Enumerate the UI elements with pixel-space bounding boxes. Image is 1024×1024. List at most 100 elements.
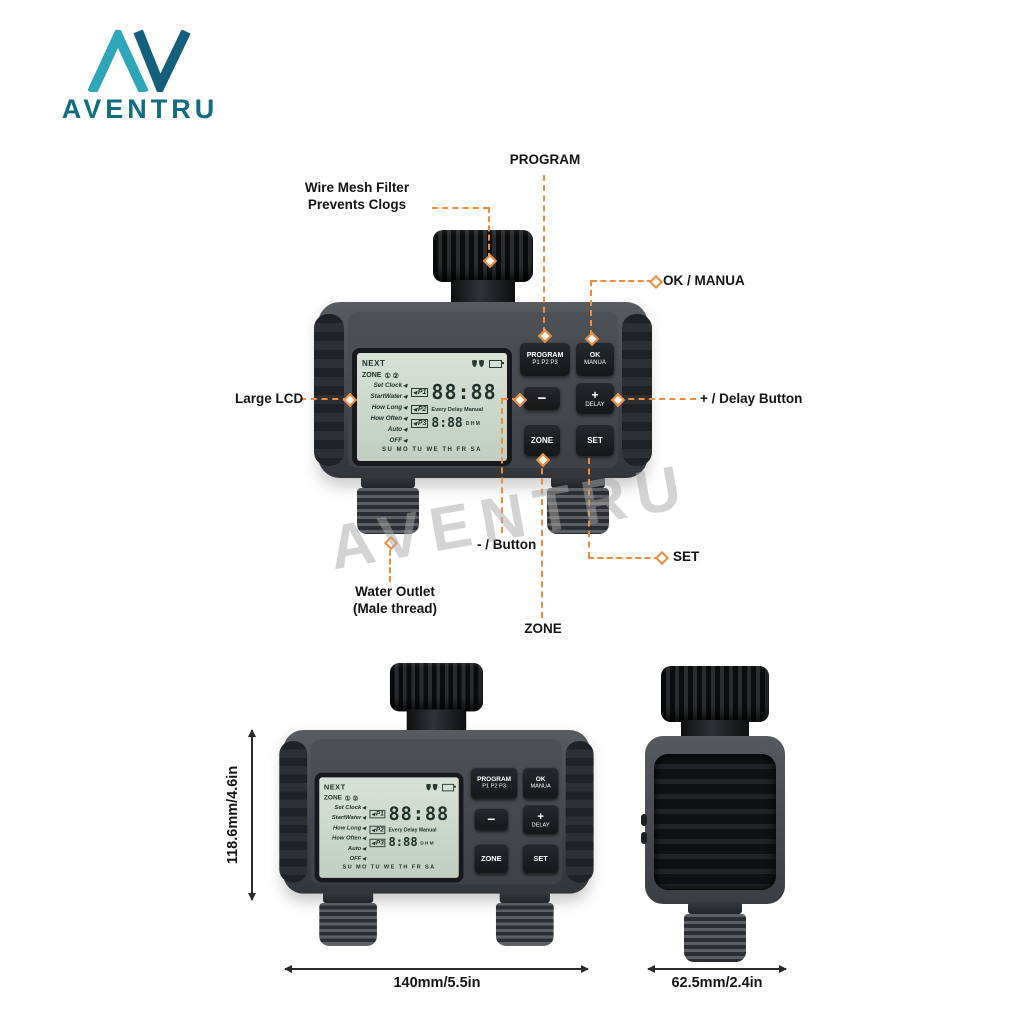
side-button-nub: [641, 832, 647, 844]
lcd-zone-label: ZONE: [323, 795, 343, 802]
callout-marker: [654, 550, 670, 566]
device-body-side: [641, 736, 785, 904]
timer-front-annotated: NEXT ZONE ① ②: [314, 230, 652, 542]
lcd-label-auto: Auto: [324, 845, 366, 852]
ok-manual-button: OK MANUA: [576, 342, 614, 376]
set-button: SET: [576, 424, 614, 456]
lcd-label-off: OFF: [324, 856, 366, 863]
inlet-cap: [433, 230, 533, 282]
lcd-label-auto: Auto: [362, 426, 407, 433]
side-grip-right: [622, 314, 652, 466]
height-dimension-label: 118.6mm/4.6in: [225, 765, 241, 865]
lcd-mode-row: Every Delay Manual: [388, 827, 437, 833]
program-button-sublabel: P1 P2 P3: [482, 783, 506, 790]
lcd-label-how-often: How Often: [362, 415, 407, 422]
zone-button-label: ZONE: [530, 435, 554, 445]
outlet-thread: [357, 488, 419, 534]
zone-button: ZONE: [474, 843, 509, 874]
ok-button-label: OK: [535, 776, 546, 783]
side-grip-left: [314, 314, 344, 466]
inlet-cap: [389, 663, 483, 712]
outlet-thread: [547, 488, 609, 534]
brand-logo: AVENTRU: [40, 28, 240, 128]
callout-water-outlet-line2: (Male thread): [352, 600, 437, 616]
callout-line: [618, 398, 696, 400]
lcd-time-units: D H M: [420, 840, 434, 846]
lcd-label-set-clock: Set Clock: [324, 804, 366, 811]
set-button-label: SET: [533, 854, 548, 863]
rubber-grip-ribs: [654, 754, 776, 890]
battery-icon: [442, 783, 456, 791]
water-outlet-right: [545, 476, 611, 536]
lcd-p3-badge: P3: [411, 419, 429, 428]
battery-icon: [489, 359, 504, 368]
plus-button-label: +: [591, 387, 599, 402]
device-face: NEXT ZONE ① ②: [310, 739, 562, 885]
water-outlet-left: [317, 891, 378, 948]
outlet-collar: [322, 891, 374, 903]
lcd-label-how-often: How Often: [324, 835, 366, 842]
callout-line: [591, 280, 653, 282]
plus-delay-button: + DELAY: [576, 382, 614, 414]
front-width-dimension-line: [284, 965, 589, 973]
program-button-label: PROGRAM: [477, 776, 512, 783]
callout-ok-manua: OK / MANUA: [663, 273, 745, 288]
lcd-label-start-water: StartWater: [362, 393, 407, 400]
water-outlet: [682, 902, 748, 964]
callout-line: [588, 557, 660, 559]
callout-water-outlet-line1: Water Outlet: [355, 584, 435, 599]
lcd-menu-labels: Set Clock StartWater How Long How Often …: [324, 804, 368, 862]
side-grip-right: [565, 741, 594, 883]
outlet-collar: [499, 891, 550, 903]
lcd-zone-label: ZONE: [362, 372, 382, 379]
ok-manual-button: OK MANUA: [522, 767, 559, 799]
program-button-sublabel: P1 P2 P3: [532, 360, 558, 366]
lcd-p2-badge: P2: [369, 825, 386, 835]
callout-line: [543, 175, 545, 333]
callout-line: [501, 398, 503, 533]
lcd-p1-badge: P1: [411, 387, 429, 397]
lcd-zone-numbers: ① ②: [344, 795, 359, 803]
delay-button-label: DELAY: [531, 822, 550, 829]
set-button: SET: [522, 843, 559, 874]
lcd-screen: NEXT ZONE ① ②: [357, 353, 507, 461]
minus-button-label: −: [537, 389, 547, 407]
water-drop-icon: [426, 783, 431, 791]
zone-button: ZONE: [524, 424, 560, 456]
callout-zone: ZONE: [524, 621, 562, 636]
button-panel: PROGRAM P1 P2 P3 OK MANUA − + DELAY: [520, 342, 614, 466]
lcd-small-time: 8:88: [388, 835, 418, 850]
set-button-label: SET: [587, 435, 603, 445]
callout-line: [588, 458, 590, 558]
callout-program: PROGRAM: [509, 152, 581, 167]
lcd-label-set-clock: Set Clock: [362, 382, 407, 389]
water-drop-icon: [472, 360, 477, 367]
callout-wire-mesh-filter: Wire Mesh Filter Prevents Clogs: [282, 180, 432, 214]
callout-wire-mesh-line2: Prevents Clogs: [307, 196, 407, 212]
minus-button: −: [474, 808, 509, 831]
lcd-days-row: SU MO TU WE TH FR SA: [342, 864, 436, 871]
side-width-dimension-line: [647, 965, 787, 973]
lcd-menu-labels: Set Clock StartWater How Long How Often …: [362, 382, 409, 444]
callout-marker: [648, 274, 664, 290]
callout-line: [488, 207, 490, 259]
water-drop-icon: [479, 360, 484, 367]
ok-button-sublabel: MANUA: [530, 783, 551, 790]
callout-line: [389, 541, 391, 582]
side-grip-left: [279, 741, 308, 883]
lcd-main-time: 88:88: [431, 380, 497, 404]
callout-plus-delay: + / Delay Button: [700, 391, 803, 406]
lcd-main-area: P1 88:88 P2 Every Delay Manual P3 8:88: [409, 382, 502, 444]
lcd-days-row: SU MO TU WE TH FR SA: [382, 447, 482, 453]
button-panel: PROGRAM P1 P2 P3 OK MANUA − + DELAY: [470, 767, 559, 882]
program-button-label: PROGRAM: [526, 352, 564, 359]
inlet-neck: [406, 709, 467, 732]
lcd-label-how-long: How Long: [362, 404, 407, 411]
minus-button-label: −: [487, 811, 496, 828]
lcd-small-time: 8:88: [431, 416, 463, 431]
lcd-mode-row: Every Delay Manual: [431, 406, 484, 413]
lcd-time-units: D H M: [465, 420, 480, 427]
lcd-display: NEXT ZONE ① ②: [352, 348, 512, 466]
callout-large-lcd: Large LCD: [235, 391, 304, 406]
